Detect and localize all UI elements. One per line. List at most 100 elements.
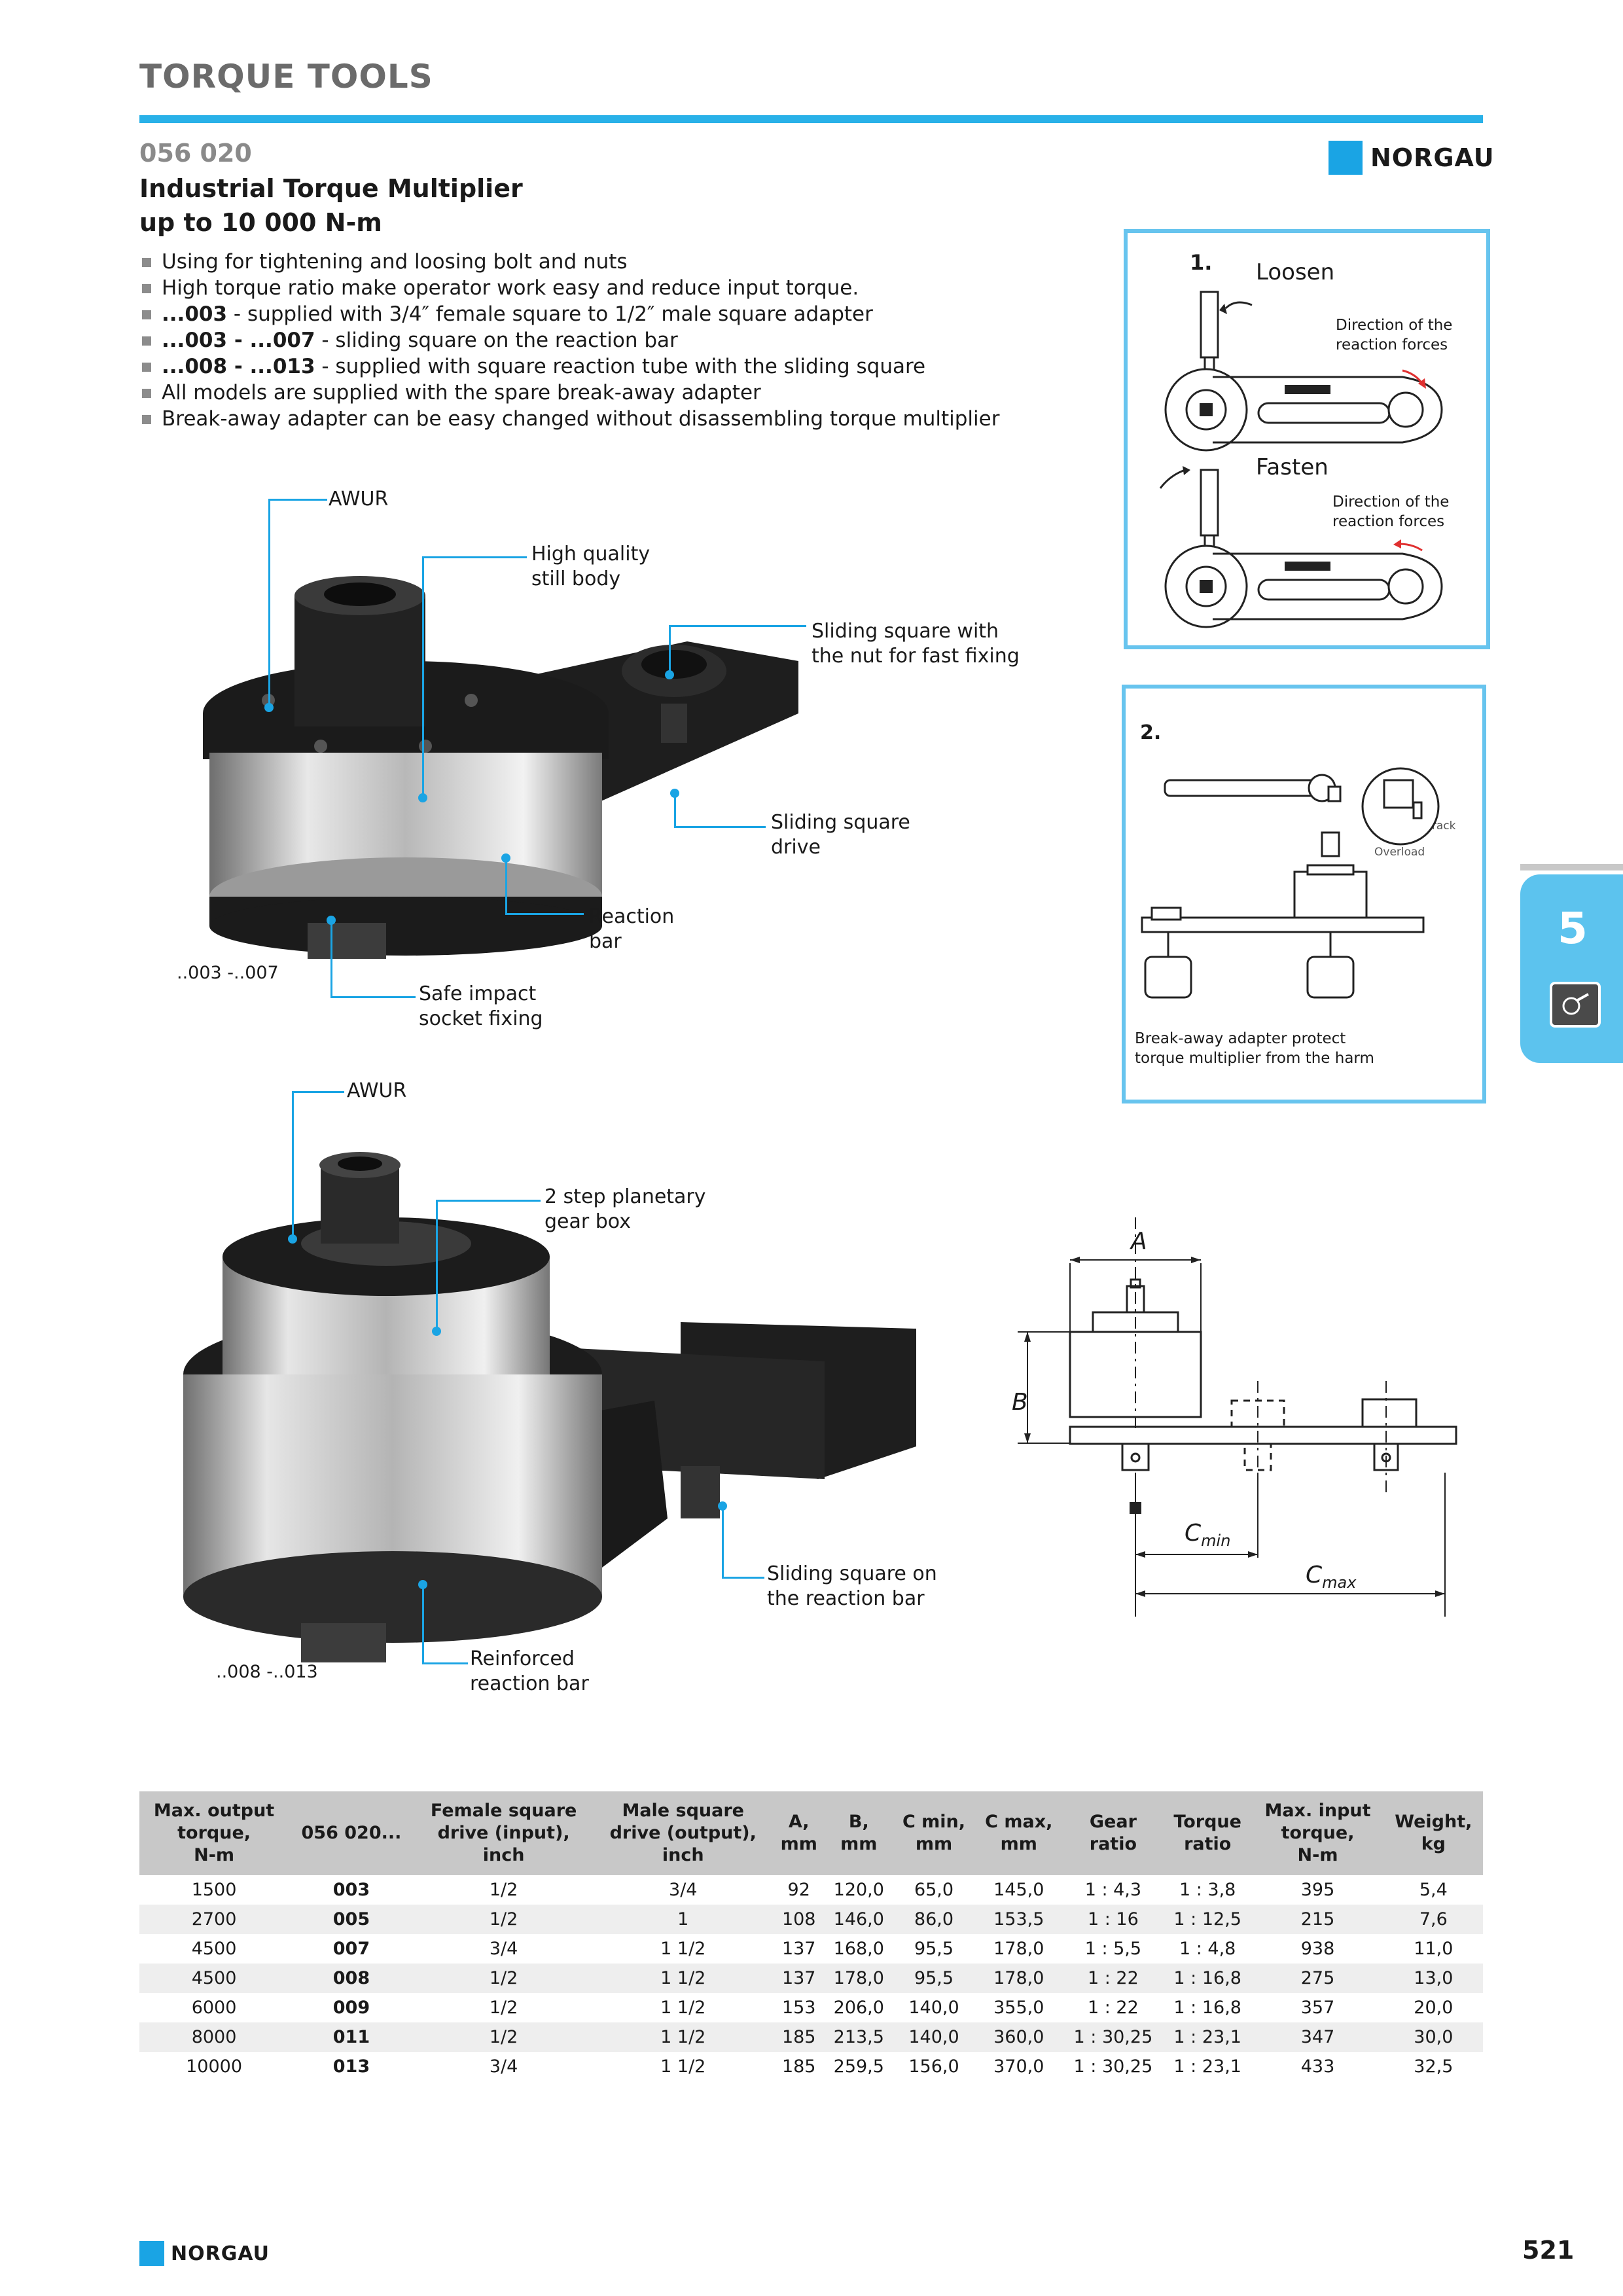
table-cell: 1 : 16,8 bbox=[1173, 1998, 1241, 2018]
table-cell: 1 : 22 bbox=[1087, 1998, 1139, 2018]
box2-number: 2. bbox=[1140, 721, 1162, 744]
feature-item: ...008 - ...013 - supplied with square r… bbox=[139, 353, 1108, 380]
article-code-cell: 003 bbox=[332, 1880, 370, 1900]
article-code-cell: 013 bbox=[332, 2056, 370, 2077]
table-cell: 1/2 bbox=[414, 1905, 594, 1934]
table-cell: 1/2 bbox=[489, 1998, 518, 2018]
table-cell: 1 1/2 bbox=[593, 1964, 774, 1993]
section-rule bbox=[139, 115, 1483, 123]
table-cell: 10000 bbox=[186, 2056, 243, 2077]
section-title: TORQUE TOOLS bbox=[139, 58, 433, 96]
table-cell: 178,0 bbox=[974, 1964, 1063, 1993]
torque-wrench-icon bbox=[1550, 982, 1601, 1028]
product-code: 056 020 bbox=[139, 139, 252, 168]
table-cell: 95,5 bbox=[914, 1939, 954, 1959]
table-cell: 185 bbox=[773, 2022, 825, 2052]
brand-square-icon bbox=[1329, 141, 1363, 175]
usage-diagram-drawing bbox=[1159, 291, 1443, 628]
break-away-drawing bbox=[1141, 767, 1440, 999]
callout-awur-bottom: AWUR bbox=[347, 1079, 407, 1102]
break-away-diagram-box: 2. Crack Overload Break-away adapter pro… bbox=[1122, 685, 1486, 1103]
model-range-bottom: ..008 -..013 bbox=[216, 1662, 318, 1682]
table-cell: 347 bbox=[1251, 2022, 1384, 2052]
loosen-label: Loosen bbox=[1256, 259, 1335, 285]
table-cell: 206,0 bbox=[833, 1998, 884, 2018]
table-cell: 1 : 16 bbox=[1062, 1905, 1164, 1934]
feature-list: Using for tightening and loosing bolt an… bbox=[139, 249, 1108, 432]
chapter-tab[interactable] bbox=[1520, 874, 1623, 1063]
table-cell: 1 : 23,1 bbox=[1173, 2056, 1241, 2077]
page-number: 521 bbox=[1522, 2236, 1575, 2265]
column-header: Weight,kg bbox=[1383, 1791, 1483, 1875]
table-cell: 4500 bbox=[191, 1939, 237, 1959]
table-cell: 86,0 bbox=[893, 1905, 975, 1934]
table-cell: 1 : 4,3 bbox=[1084, 1880, 1142, 1900]
feature-item: All models are supplied with the spare b… bbox=[139, 380, 1108, 406]
table-cell: 1 : 16,8 bbox=[1164, 1964, 1252, 1993]
table-cell: 137 bbox=[773, 1964, 825, 1993]
article-code-cell: 007 bbox=[332, 1939, 370, 1959]
table-cell: 1 1/2 bbox=[593, 2022, 774, 2052]
table-cell: 1 1/2 bbox=[660, 2056, 706, 2077]
table-cell: 1/2 bbox=[414, 2022, 594, 2052]
table-cell: 1/2 bbox=[489, 1880, 518, 1900]
table-cell: 185 bbox=[781, 2056, 816, 2077]
table-cell: 370,0 bbox=[993, 2056, 1044, 2077]
table-cell: 11,0 bbox=[1414, 1939, 1454, 1959]
footer-brand: NORGAU bbox=[139, 2241, 270, 2266]
table-cell: 13,0 bbox=[1383, 1964, 1483, 1993]
table-cell: 215 bbox=[1251, 1905, 1384, 1934]
table-cell: 1 bbox=[593, 1905, 774, 1934]
table-cell: 3/4 bbox=[489, 1939, 518, 1959]
table-cell: 95,5 bbox=[893, 1964, 975, 1993]
product-name-line1: Industrial Torque Multiplier bbox=[139, 174, 523, 203]
table-cell: 168,0 bbox=[833, 1939, 884, 1959]
table-cell: 360,0 bbox=[974, 2022, 1063, 2052]
table-cell: 5,4 bbox=[1419, 1880, 1448, 1900]
table-cell: 20,0 bbox=[1414, 1998, 1454, 2018]
box1-number: 1. bbox=[1190, 250, 1213, 275]
article-code-cell: 008 bbox=[289, 1964, 414, 1993]
table-cell: 137 bbox=[781, 1939, 816, 1959]
table-cell: 145,0 bbox=[993, 1880, 1044, 1900]
table-cell: 65,0 bbox=[914, 1880, 954, 1900]
table-cell: 3/4 bbox=[489, 2056, 518, 2077]
table-cell: 156,0 bbox=[908, 2056, 959, 2077]
article-code-cell: 011 bbox=[289, 2022, 414, 2052]
table-cell: 153 bbox=[781, 1998, 816, 2018]
table-cell: 140,0 bbox=[893, 2022, 975, 2052]
table-cell: 357 bbox=[1300, 1998, 1335, 2018]
dim-b-label: B bbox=[1012, 1389, 1028, 1416]
table-cell: 1 : 3,8 bbox=[1179, 1880, 1236, 1900]
table-cell: 4500 bbox=[139, 1964, 289, 1993]
feature-item: Break-away adapter can be easy changed w… bbox=[139, 406, 1108, 432]
side-tab-rule bbox=[1520, 864, 1623, 870]
table-cell: 1500 bbox=[191, 1880, 237, 1900]
table-cell: 153,5 bbox=[974, 1905, 1063, 1934]
table-cell: 92 bbox=[787, 1880, 810, 1900]
table-cell: 1 1/2 bbox=[660, 1939, 706, 1959]
feature-item: ...003 - ...007 - sliding square on the … bbox=[139, 327, 1108, 353]
brand-name: NORGAU bbox=[1370, 143, 1495, 172]
table-cell: 259,5 bbox=[833, 2056, 884, 2077]
overload-label: Overload bbox=[1374, 846, 1425, 859]
